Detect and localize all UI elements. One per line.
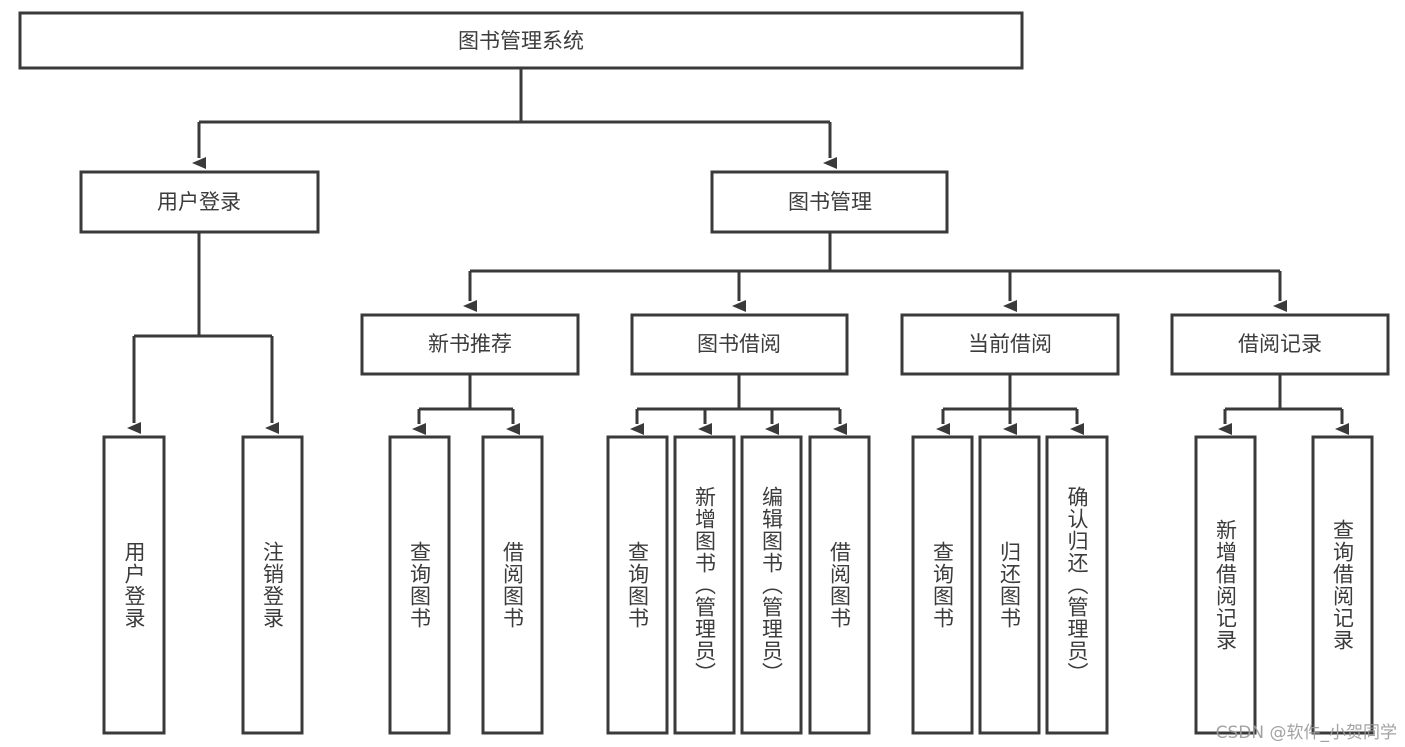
node-borrow-record-box[interactable] bbox=[1170, 313, 1390, 376]
node-book-manage-label: 图书管理 bbox=[788, 190, 872, 214]
node-leaf-cur-confirm-return-box[interactable] bbox=[1045, 435, 1109, 735]
node-current-borrow[interactable]: 当前借阅 bbox=[900, 313, 1120, 376]
node-current-borrow-label: 当前借阅 bbox=[968, 332, 1052, 356]
node-leaf-borrow-add-book-box[interactable] bbox=[673, 435, 736, 735]
node-leaf-cur-query-book-box[interactable] bbox=[911, 435, 974, 735]
connector-layer bbox=[127, 68, 1349, 435]
node-leaf-borrow-edit-book-box[interactable] bbox=[740, 435, 803, 735]
node-root-box[interactable] bbox=[18, 11, 1024, 70]
node-book-manage[interactable]: 图书管理 bbox=[710, 170, 949, 234]
leaf-layer bbox=[102, 435, 1374, 735]
node-root-label: 图书管理系统 bbox=[458, 29, 584, 53]
node-root[interactable]: 图书管理系统 bbox=[18, 11, 1024, 70]
node-leaf-user-login-box[interactable] bbox=[102, 435, 166, 735]
node-borrow-record[interactable]: 借阅记录 bbox=[1170, 313, 1390, 376]
node-leaf-borrow-query-book-box[interactable] bbox=[606, 435, 669, 735]
node-user-login[interactable]: 用户登录 bbox=[79, 170, 320, 234]
node-book-manage-box[interactable] bbox=[710, 170, 949, 234]
node-current-borrow-box[interactable] bbox=[900, 313, 1120, 376]
node-book-borrow-box[interactable] bbox=[630, 313, 849, 376]
node-user-login-box[interactable] bbox=[79, 170, 320, 234]
node-leaf-rec-add-record-box[interactable] bbox=[1194, 435, 1257, 735]
node-leaf-borrow-borrow-book-box[interactable] bbox=[808, 435, 871, 735]
node-new-book-rec-box[interactable] bbox=[360, 313, 580, 376]
node-book-borrow[interactable]: 图书借阅 bbox=[630, 313, 849, 376]
node-new-book-rec[interactable]: 新书推荐 bbox=[360, 313, 580, 376]
node-book-borrow-label: 图书借阅 bbox=[697, 332, 781, 356]
node-borrow-record-label: 借阅记录 bbox=[1238, 332, 1322, 356]
node-user-login-label: 用户登录 bbox=[157, 190, 241, 214]
node-leaf-rec-borrow-book-box[interactable] bbox=[481, 435, 544, 735]
node-leaf-user-logout-box[interactable] bbox=[241, 435, 304, 735]
csdn-watermark: CSDN @软件_小贺同学 bbox=[1215, 723, 1397, 743]
node-leaf-rec-query-record-box[interactable] bbox=[1311, 435, 1374, 735]
node-leaf-cur-return-book-box[interactable] bbox=[978, 435, 1041, 735]
node-leaf-rec-query-book-box[interactable] bbox=[388, 435, 451, 735]
node-new-book-rec-label: 新书推荐 bbox=[428, 332, 512, 356]
